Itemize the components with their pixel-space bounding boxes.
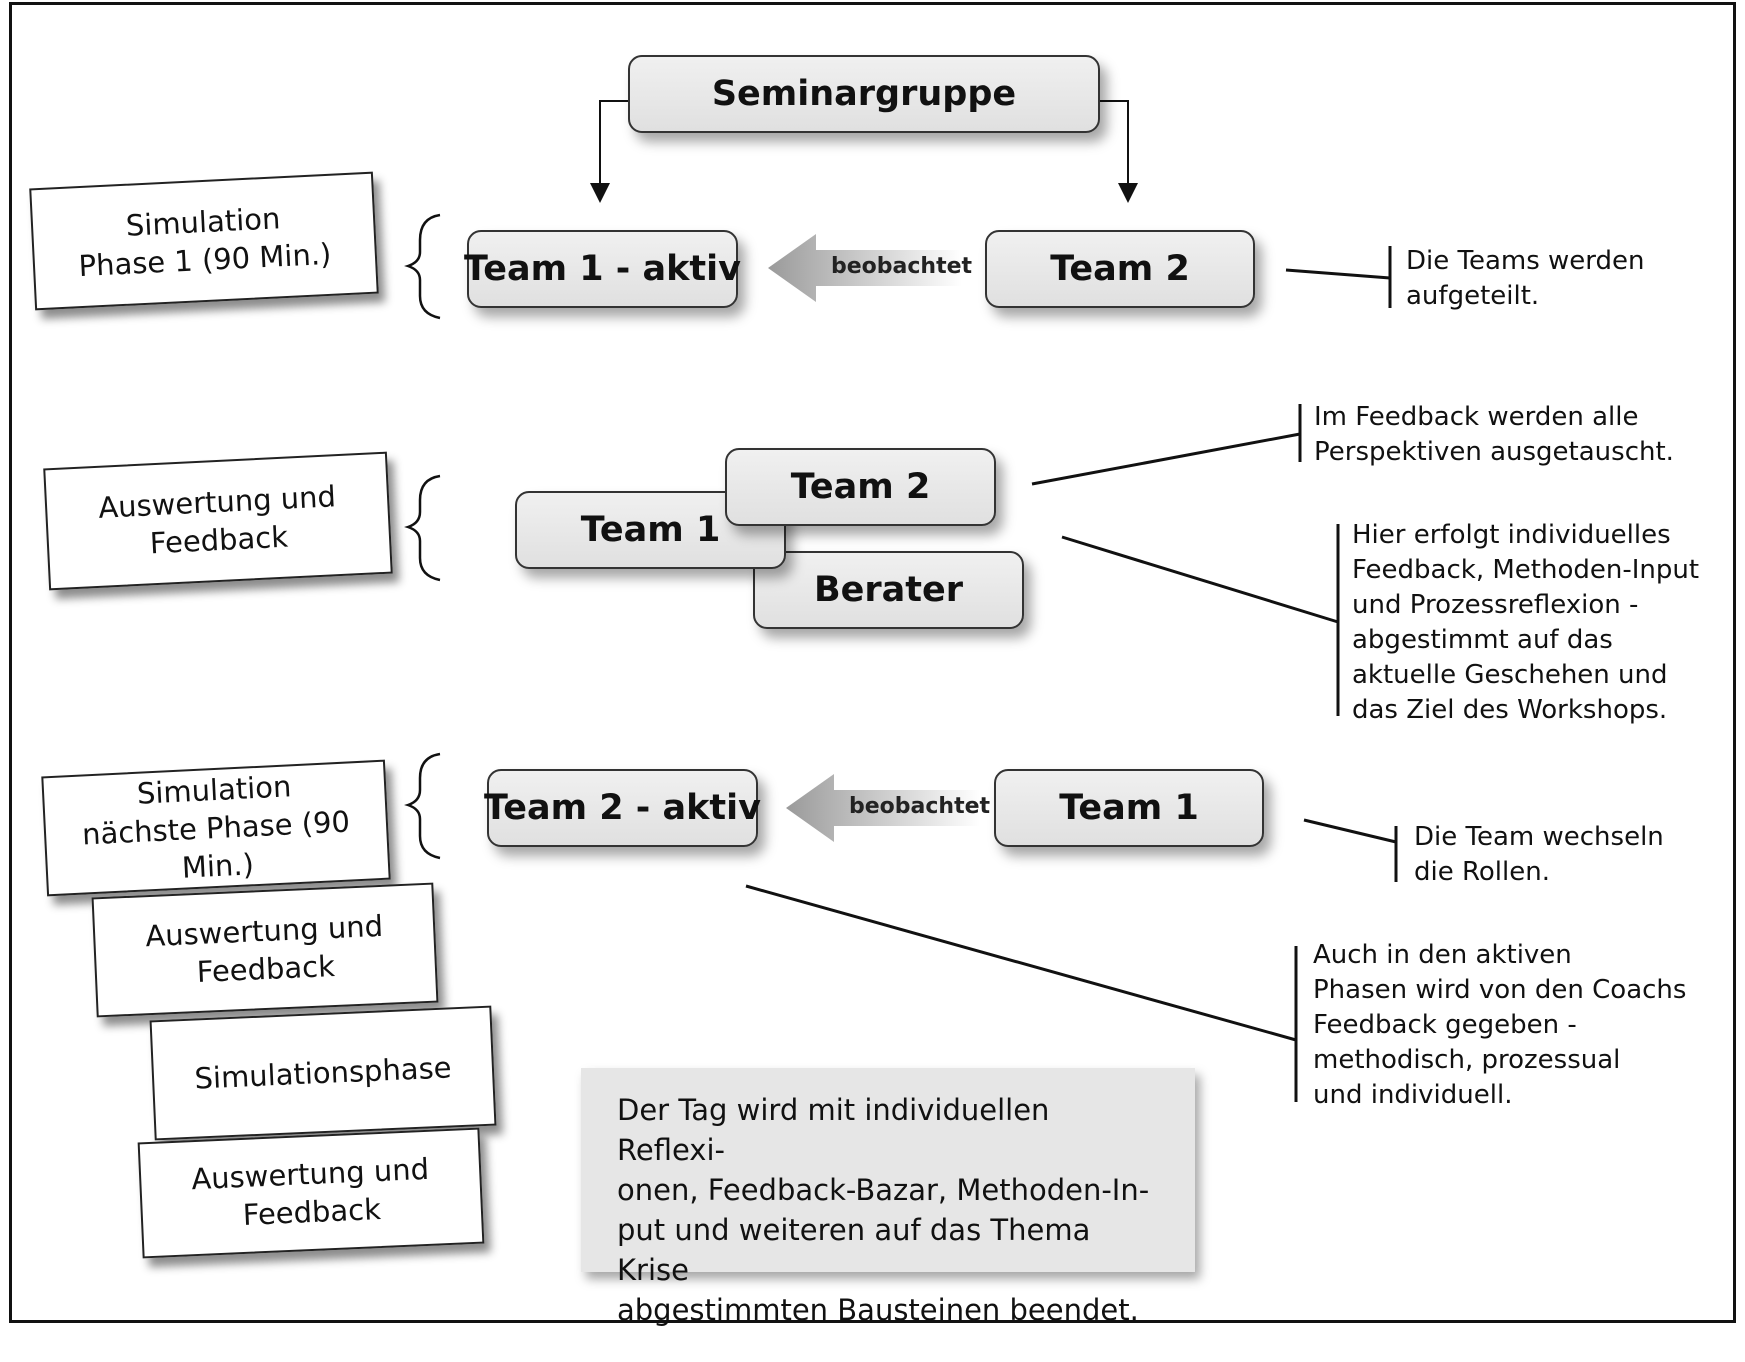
note-individual-feedback: Hier erfolgt individuelles Feedback, Met… bbox=[1352, 520, 1700, 725]
stack-card-simulation: Simulationsphase bbox=[149, 1005, 497, 1141]
team2-box: Team 2 bbox=[985, 230, 1255, 308]
stack-card-feedback-2: Auswertung und Feedback bbox=[137, 1127, 485, 1259]
stack-card-simulation-label: Simulationsphase bbox=[193, 1050, 453, 1096]
phase2-card: Simulation nächste Phase (90 Min.) bbox=[41, 759, 391, 897]
feedback-team2-box: Team 2 bbox=[725, 448, 996, 526]
observe-label-1: beobachtet bbox=[831, 254, 973, 279]
stack-card-feedback-2-label: Auswertung und Feedback bbox=[190, 1151, 430, 1232]
note-perspectives: Im Feedback werden alle Perspektiven aus… bbox=[1314, 402, 1674, 467]
observe-label-2: beobachtet bbox=[849, 794, 991, 819]
feedback-card-label: Auswertung und Feedback bbox=[97, 479, 337, 561]
seminargruppe-box: Seminargruppe bbox=[628, 55, 1100, 133]
observe-arrow-1 bbox=[768, 234, 962, 302]
callout-line-coaching bbox=[745, 884, 1297, 1042]
connector-to-team1 bbox=[590, 100, 628, 203]
callout-line-feedback-1 bbox=[1031, 432, 1301, 486]
phase1-card: Simulation Phase 1 (90 Min.) bbox=[29, 171, 379, 311]
note-teams-split: Die Teams werden aufgeteilt. bbox=[1406, 246, 1645, 311]
brace-1 bbox=[404, 213, 441, 320]
note-roles-switch: Die Team wechseln die Rollen. bbox=[1414, 822, 1664, 887]
brace-2 bbox=[404, 474, 441, 582]
callout-line-feedback-2 bbox=[1061, 535, 1339, 624]
team2-active-box: Team 2 - aktiv bbox=[484, 769, 761, 847]
diagram-frame bbox=[9, 2, 1736, 1323]
feedback-card: Auswertung und Feedback bbox=[43, 451, 393, 591]
brace-3 bbox=[404, 752, 441, 860]
summary-box: Der Tag wird mit individuellen Reflexi- … bbox=[581, 1068, 1195, 1327]
feedback-berater-box: Berater bbox=[753, 551, 1024, 629]
stack-card-feedback-1-label: Auswertung und Feedback bbox=[144, 908, 384, 989]
stack-card-feedback-1: Auswertung und Feedback bbox=[91, 882, 439, 1018]
connector-to-team2 bbox=[1099, 100, 1138, 203]
note-coaching: Auch in den aktiven Phasen wird von den … bbox=[1313, 940, 1687, 1110]
callout-line-teams bbox=[1285, 268, 1391, 280]
team1-box: Team 1 bbox=[994, 769, 1264, 847]
team1-active-box: Team 1 - aktiv bbox=[464, 230, 741, 308]
phase2-card-label: Simulation nächste Phase (90 Min.) bbox=[81, 769, 351, 885]
observe-arrow-2 bbox=[786, 774, 980, 842]
phase1-card-label: Simulation Phase 1 (90 Min.) bbox=[77, 201, 333, 284]
callout-line-roles bbox=[1303, 818, 1397, 844]
